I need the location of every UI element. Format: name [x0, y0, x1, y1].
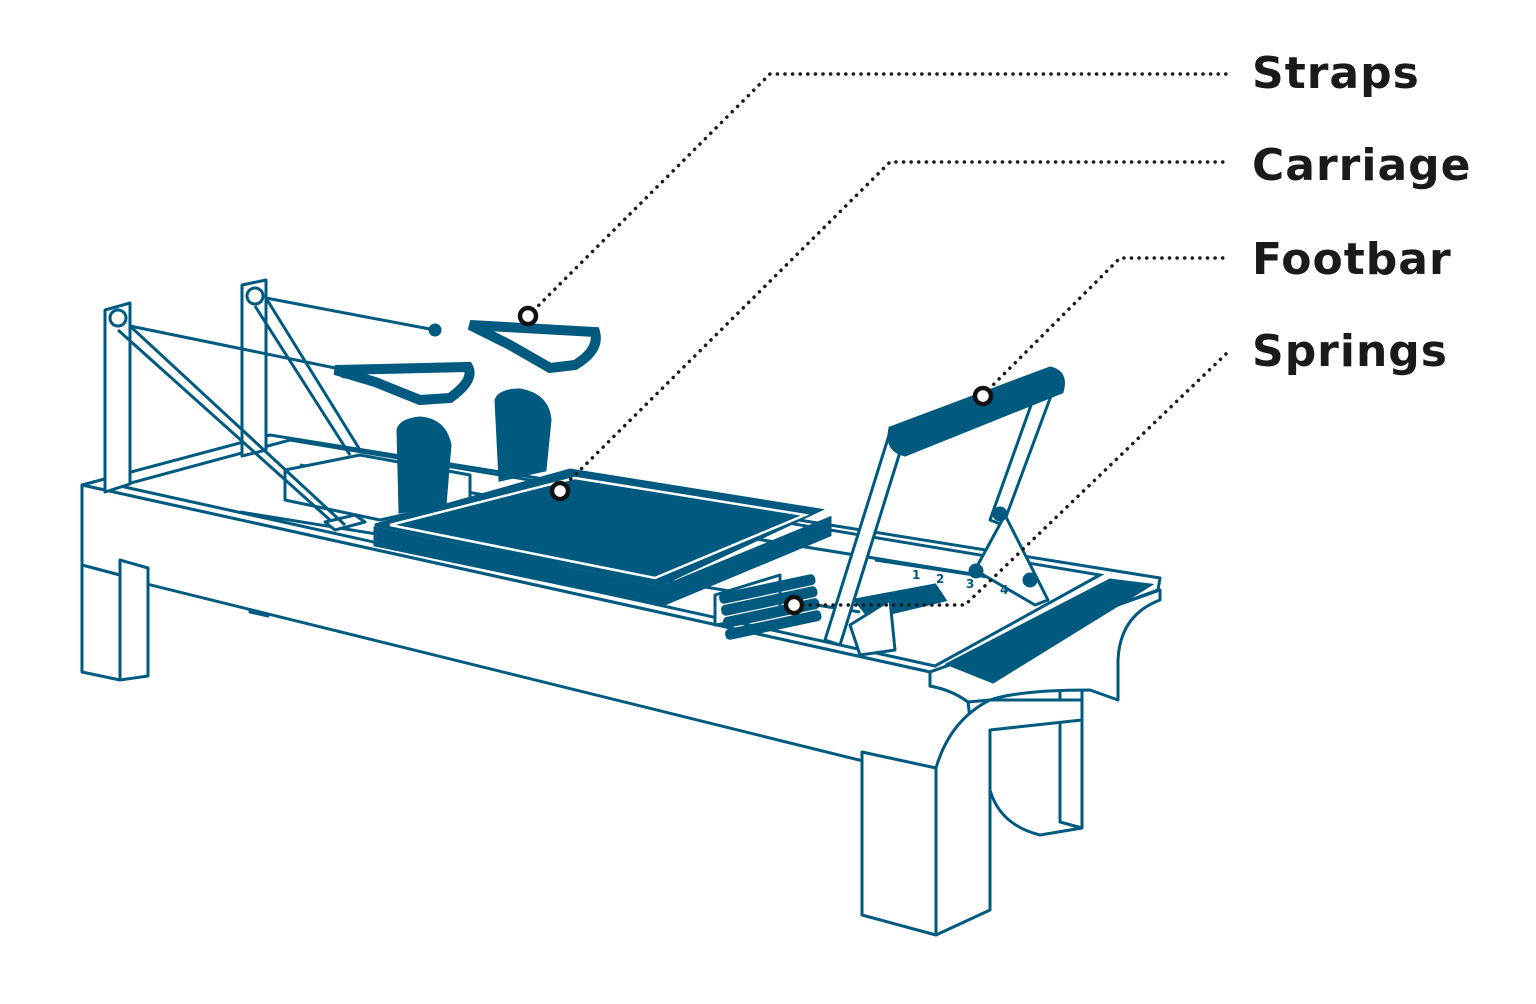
spring-number-3: 3: [966, 577, 974, 591]
leader-carriage: [558, 160, 1230, 492]
label-carriage: Carriage: [1252, 140, 1472, 191]
carriage-side: [373, 515, 832, 607]
footbar: [887, 366, 1065, 457]
pilates-reformer-illustration: [80, 278, 1162, 937]
strap-handles: [333, 320, 601, 406]
leg-back-left: [80, 563, 122, 682]
leg-front-left: [118, 558, 150, 682]
marker-footbar: [972, 385, 994, 407]
standing-platform: [944, 578, 1155, 684]
leg-front-right: [860, 750, 938, 937]
spring-number-1: 1: [912, 568, 920, 582]
leader-footbar: [981, 256, 1230, 397]
callout-leaders: [526, 72, 1230, 607]
springs-group: [719, 574, 822, 640]
spring-number-4: 4: [1000, 583, 1008, 597]
spring-number-labels: 1 2 3 4: [912, 568, 1008, 597]
shoulder-block-left: [396, 416, 452, 514]
marker-straps: [517, 305, 539, 327]
label-footbar: Footbar: [1252, 234, 1452, 285]
marker-springs: [783, 594, 805, 616]
ropes: [116, 296, 436, 527]
callout-markers: [517, 305, 994, 616]
shoulder-block-right: [494, 388, 552, 482]
callout-labels: Straps Carriage Footbar Springs: [1252, 48, 1472, 377]
leader-straps: [526, 72, 1230, 318]
carriage-seam: [389, 476, 810, 580]
spring-number-2: 2: [936, 572, 944, 586]
label-straps: Straps: [1252, 48, 1420, 99]
marker-carriage: [549, 480, 571, 502]
label-springs: Springs: [1252, 326, 1448, 377]
leg-front-right-curve: [934, 698, 1084, 937]
rope-cleat: [323, 513, 367, 532]
